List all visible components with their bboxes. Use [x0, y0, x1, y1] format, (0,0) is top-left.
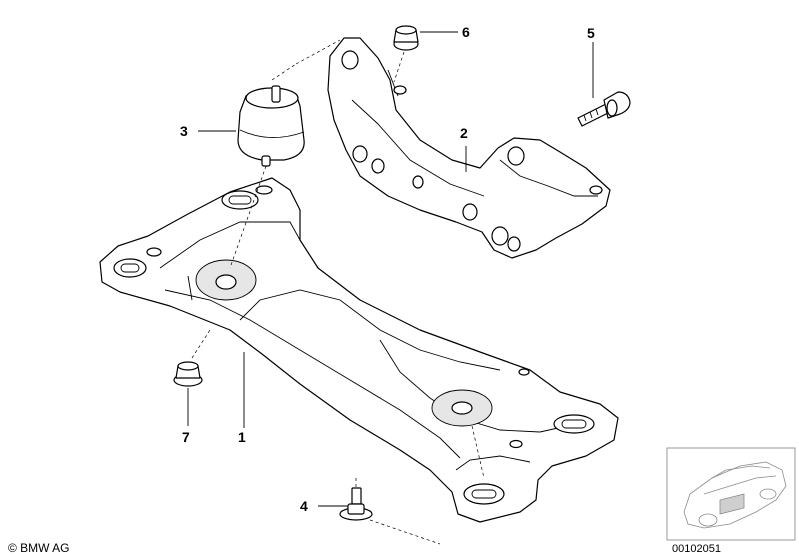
part-5-bolt[interactable] — [577, 91, 631, 127]
callout-1[interactable]: 1 — [238, 352, 246, 445]
svg-text:6: 6 — [462, 24, 470, 40]
svg-text:4: 4 — [300, 498, 308, 514]
svg-text:5: 5 — [587, 25, 595, 41]
part-1-crossmember[interactable] — [99, 177, 619, 523]
callout-6[interactable]: 6 — [420, 24, 470, 40]
alignment-line — [229, 165, 267, 269]
part-3-rubber-mount[interactable] — [237, 63, 305, 167]
reference-number: 00102051 — [672, 543, 721, 555]
svg-text:7: 7 — [182, 429, 190, 445]
part-7-nut[interactable] — [173, 329, 211, 387]
part-2-gearbox-bracket[interactable] — [327, 37, 611, 259]
callout-4[interactable]: 4 — [300, 498, 348, 514]
copyright-text: © BMW AG — [8, 541, 70, 555]
vehicle-thumbnail — [666, 447, 796, 541]
part-4-bolt[interactable] — [339, 478, 441, 545]
svg-text:3: 3 — [180, 123, 188, 139]
svg-text:2: 2 — [460, 125, 468, 141]
alignment-line — [471, 425, 485, 479]
callout-2[interactable]: 2 — [460, 125, 468, 172]
alignment-line — [295, 39, 341, 65]
svg-text:1: 1 — [238, 429, 246, 445]
callout-7[interactable]: 7 — [182, 388, 190, 445]
callout-3[interactable]: 3 — [180, 123, 236, 139]
callout-5[interactable]: 5 — [587, 25, 595, 98]
part-6-nut[interactable] — [393, 25, 419, 83]
